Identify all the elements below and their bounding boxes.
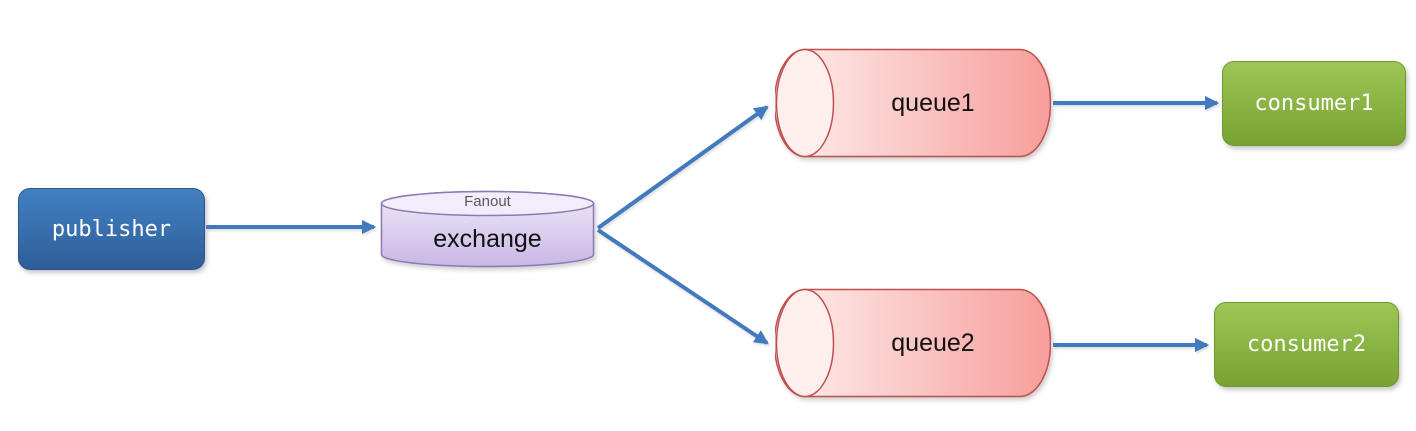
publisher-label: publisher [51, 216, 172, 242]
arrow-exchange-to-queue1 [596, 105, 769, 230]
queue1-cylinder-shape [775, 48, 1051, 158]
queue2-label: queue2 [891, 328, 975, 357]
queue2-cylinder-shape [775, 288, 1051, 398]
queue1-cylinder-cap [775, 48, 835, 158]
exchange-cylinder-shape [380, 190, 595, 268]
queue1-cylinder-body [775, 48, 1051, 158]
consumer2-label: consumer2 [1246, 332, 1367, 357]
exchange-type-label: Fanout [464, 193, 511, 210]
consumer1-label: consumer1 [1254, 91, 1374, 116]
publisher-node: publisher [18, 188, 205, 270]
exchange-cylinder-top [380, 190, 595, 217]
arrow-exchange-to-queue2 [596, 228, 769, 345]
queue1-label: queue1 [891, 88, 975, 117]
queue2-cylinder-body [775, 288, 1051, 398]
queue2-node: queue2 [775, 288, 1051, 398]
consumer2-node: consumer2 [1214, 302, 1399, 387]
queue1-node: queue1 [775, 48, 1051, 158]
queue2-cylinder-cap [775, 288, 835, 398]
exchange-node: Fanout exchange [380, 190, 595, 268]
exchange-label: exchange [433, 224, 542, 253]
consumer1-node: consumer1 [1222, 61, 1406, 146]
